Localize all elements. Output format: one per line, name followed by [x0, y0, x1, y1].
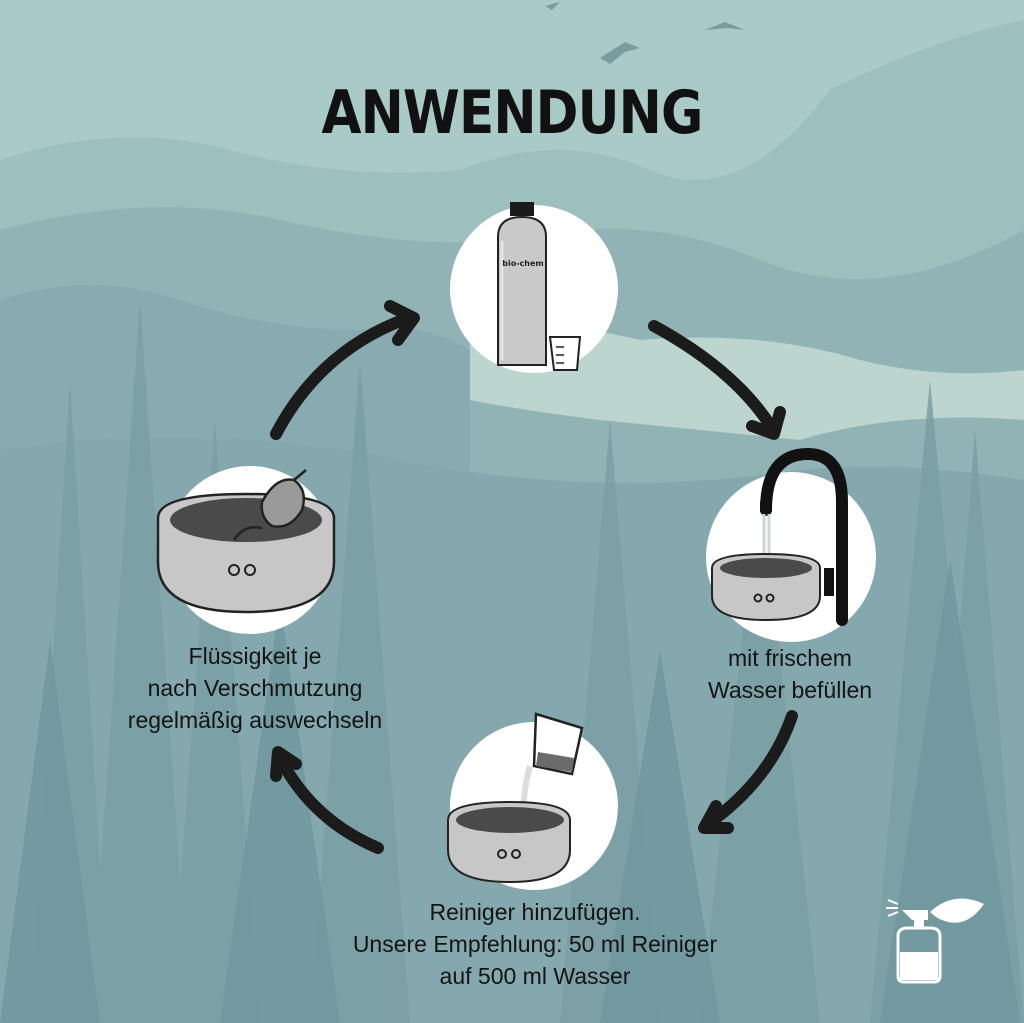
measuring-cup-icon: [548, 336, 582, 371]
glasses-icon: [232, 469, 307, 541]
caption-replace-liquid: Flüssigkeit je nach Verschmutzung regelm…: [127, 643, 383, 733]
step-add-cleaner: [447, 712, 618, 890]
ultrasonic-cleaner-icon: [156, 469, 336, 614]
page-title: ANWENDUNG: [321, 78, 703, 148]
bottle-icon: [497, 202, 582, 371]
measuring-cup-icon: [532, 712, 584, 776]
ultrasonic-cleaner-icon: [447, 712, 584, 884]
spray-bottle-leaf-icon: [886, 898, 984, 984]
ultrasonic-cleaner-icon: [711, 552, 821, 622]
step-replace-liquid: [156, 466, 336, 634]
bottle-brand-label: bio-chem: [502, 259, 544, 268]
caption-add-cleaner: Reiniger hinzufügen. Unsere Empfehlung: …: [352, 899, 718, 989]
step-bottle: bio-chem: [450, 202, 618, 373]
faucet-icon: [711, 447, 848, 626]
step-fill-water: [706, 447, 876, 642]
caption-fill-water: mit frischem Wasser befüllen: [707, 645, 873, 703]
